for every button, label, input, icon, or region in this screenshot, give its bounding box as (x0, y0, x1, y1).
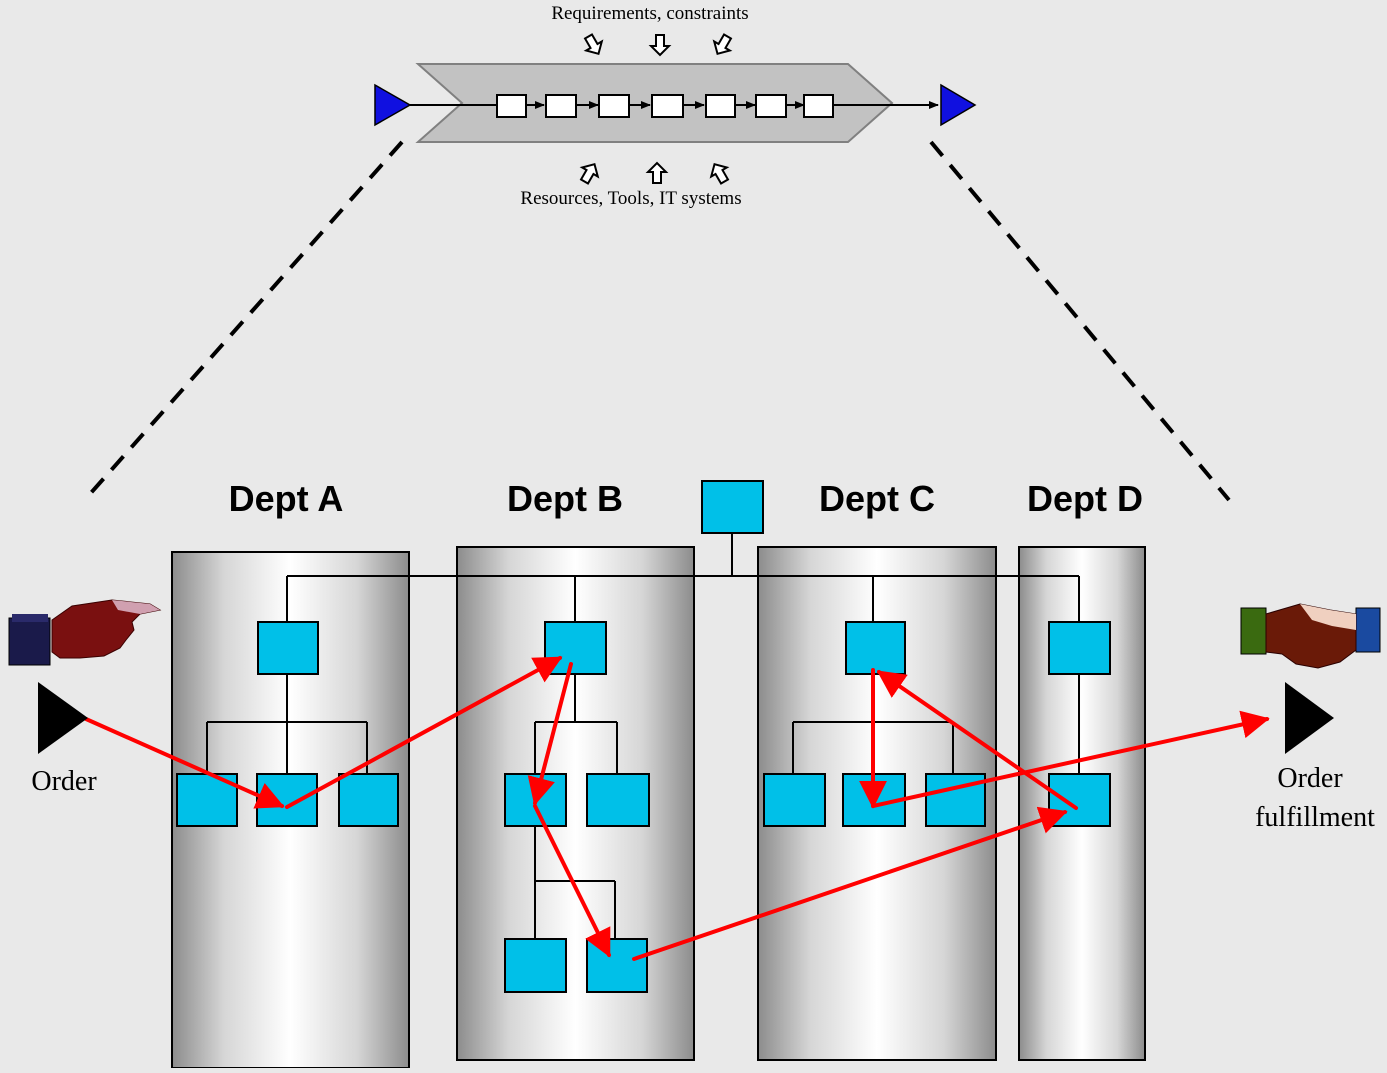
start-node: Order (8, 599, 162, 797)
department-labels: Dept A Dept B Dept C Dept D (229, 478, 1143, 519)
hollow-arrow-icon (709, 162, 730, 185)
flow-arrow (285, 656, 563, 809)
flow-arrow (533, 804, 611, 958)
process-steps (496, 94, 834, 118)
org-box-top (701, 480, 764, 534)
org-box-b-low-right (586, 938, 648, 993)
flow-arrow (876, 670, 1078, 810)
process-flow (84, 656, 1270, 961)
org-box-c-left (763, 773, 826, 827)
zoom-lines (88, 140, 1231, 502)
process-start-triangle-icon (374, 83, 412, 127)
org-box-b-right (586, 773, 650, 827)
end-label-line1: Order (1277, 763, 1343, 794)
org-connectors (206, 533, 1080, 939)
start-triangle-icon (38, 682, 88, 754)
dept-a-label: Dept A (229, 478, 344, 519)
hollow-arrow-icon (579, 162, 600, 185)
org-boxes (176, 480, 1111, 993)
dept-c-label: Dept C (819, 478, 935, 519)
hollow-arrow-icon (583, 33, 604, 56)
org-box-c-head (845, 621, 906, 675)
resource-arrows (579, 161, 730, 185)
process-step (545, 94, 577, 118)
requirement-arrows (583, 33, 733, 57)
zoom-line-right (929, 140, 1231, 502)
zoom-line-left (88, 140, 404, 496)
process-end-triangle-icon (940, 83, 977, 127)
process-step (651, 94, 684, 118)
process-chain: Requirements, constraints (374, 3, 977, 209)
process-step (705, 94, 736, 118)
org-box-b-low-left (504, 938, 567, 993)
org-box-d-head (1048, 621, 1111, 675)
flow-arrow (527, 662, 573, 806)
hollow-arrow-icon (712, 33, 733, 56)
dept-d-label: Dept D (1027, 478, 1143, 519)
flow-arrow (84, 717, 285, 809)
org-box-a-right (338, 773, 399, 827)
org-box-a-head (257, 621, 319, 675)
requirements-label: Requirements, constraints (551, 3, 748, 24)
process-step (803, 94, 834, 118)
handshake-icon (1240, 603, 1381, 669)
process-step (598, 94, 630, 118)
resources-label: Resources, Tools, IT systems (520, 188, 741, 209)
end-node: Order fulfillment (1240, 603, 1381, 833)
flow-arrow (871, 710, 1270, 808)
org-box-d-low (1048, 773, 1111, 827)
end-label-line2: fulfillment (1255, 802, 1375, 833)
start-label: Order (31, 766, 97, 797)
process-step (755, 94, 787, 118)
flow-arrow (632, 806, 1068, 961)
end-triangle-icon (1285, 682, 1334, 754)
hollow-arrow-icon (648, 34, 672, 57)
org-box-b-head (544, 621, 607, 675)
dept-b-label: Dept B (507, 478, 623, 519)
process-step (496, 94, 527, 118)
pointing-hand-icon (8, 599, 162, 666)
hollow-arrow-icon (645, 161, 669, 184)
